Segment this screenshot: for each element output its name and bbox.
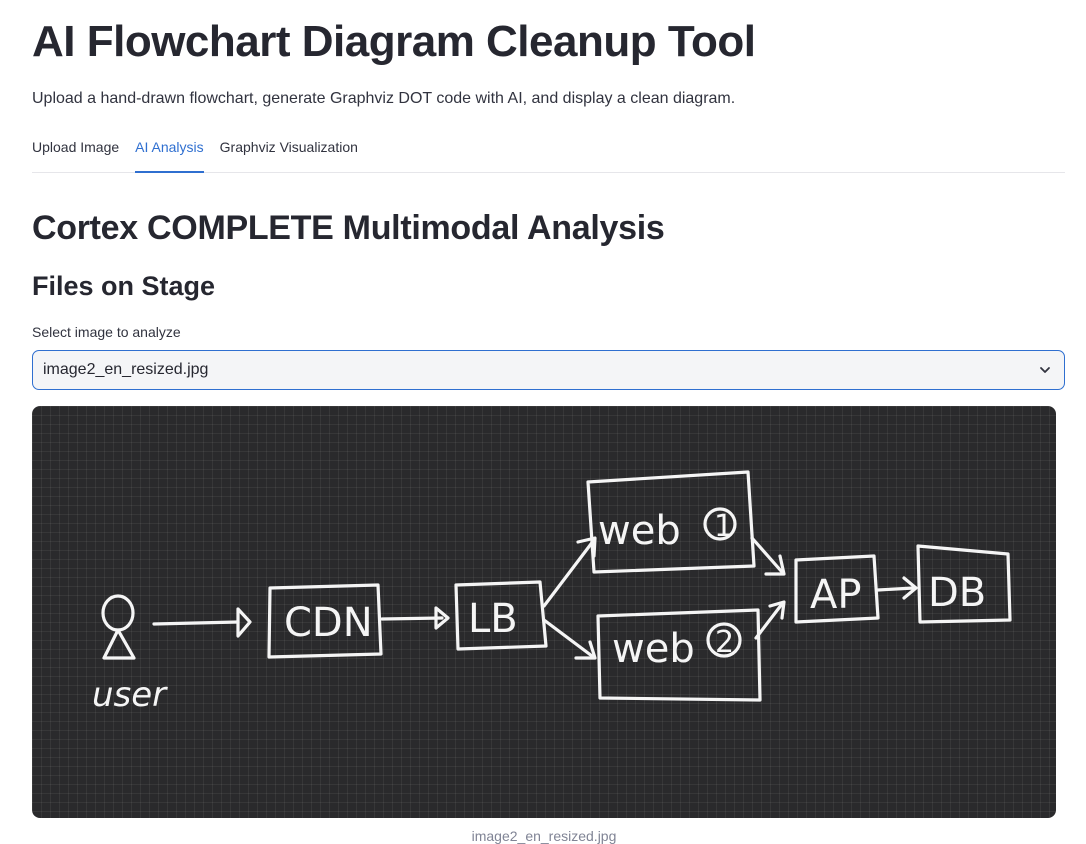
ap-node: AP	[794, 554, 880, 624]
user-label: user	[92, 675, 168, 715]
arrow-head	[764, 554, 786, 576]
web2-label: web	[612, 626, 695, 672]
arrow-lb-web1	[542, 538, 596, 608]
image-select-value: image2_en_resized.jpg	[43, 361, 209, 378]
arrow-web2-ap	[754, 602, 784, 640]
chevron-down-icon	[1038, 363, 1052, 377]
select-image-label: Select image to analyze	[32, 324, 181, 340]
image-caption: image2_en_resized.jpg	[471, 828, 617, 844]
arrow-head	[576, 536, 597, 558]
web1-node: web 1	[586, 470, 756, 574]
arrow-head	[574, 640, 597, 660]
arrow-head	[768, 600, 786, 620]
arrow-cdn-lb	[380, 616, 444, 621]
arrow-web1-ap	[750, 536, 784, 574]
web1-label: web	[598, 508, 681, 554]
arrow-ap-db	[876, 586, 916, 592]
tab-upload-image[interactable]: Upload Image	[32, 139, 120, 155]
arrow-user-cdn	[152, 620, 240, 626]
db-label: DB	[928, 570, 986, 616]
cdn-node: CDN	[267, 583, 383, 659]
arrow-head	[434, 606, 450, 630]
lb-label: LB	[468, 596, 518, 642]
files-on-stage-heading: Files on Stage	[32, 271, 216, 301]
hand-drawn-flowchart: user CDN LB	[92, 470, 1012, 715]
tab-graphviz-visualization[interactable]: Graphviz Visualization	[219, 139, 358, 155]
image-select[interactable]: image2_en_resized.jpg	[32, 350, 1065, 390]
ap-label: AP	[810, 572, 861, 618]
analysis-heading: Cortex COMPLETE Multimodal Analysis	[32, 209, 665, 247]
arrow-head	[902, 576, 918, 600]
tab-ai-analysis[interactable]: AI Analysis	[135, 135, 205, 173]
app-subtitle: Upload a hand-drawn flowchart, generate …	[32, 90, 736, 107]
arrow-head	[236, 607, 252, 638]
flowchart-image: user CDN LB	[32, 406, 1056, 818]
user-figure: user	[92, 594, 168, 715]
cdn-label: CDN	[284, 600, 373, 646]
lb-node: LB	[454, 580, 548, 651]
web2-number: 2	[715, 625, 734, 660]
arrow-lb-web2	[542, 618, 594, 658]
tab-bar: Upload Image AI Analysis Graphviz Visual…	[32, 135, 1065, 173]
web2-node: web 2	[596, 608, 762, 702]
app-title: AI Flowchart Diagram Cleanup Tool	[32, 17, 756, 66]
db-node: DB	[916, 544, 1012, 624]
web1-number: 1	[714, 509, 733, 544]
